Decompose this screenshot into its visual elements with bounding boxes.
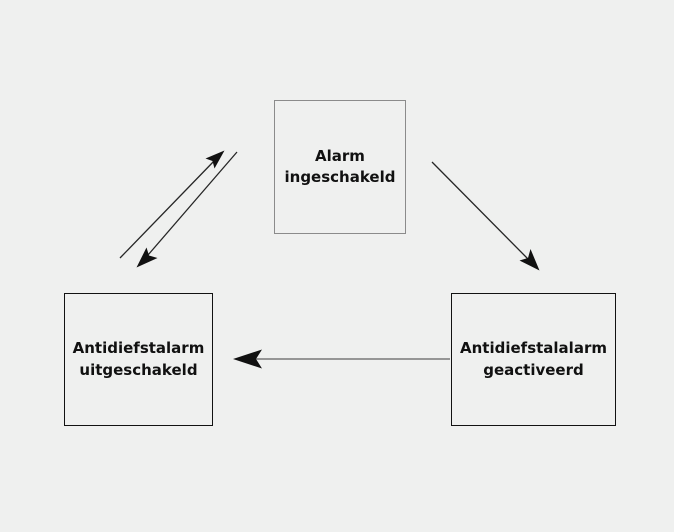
state-node-label-line1: Alarm [315, 146, 365, 165]
state-node-alarm-ingeschakeld[interactable]: Alarm ingeschakeld [274, 100, 406, 234]
state-node-label: Alarm ingeschakeld [285, 146, 396, 189]
state-node-antidiefstalalarm-geactiveerd[interactable]: Antidiefstalalarm geactiveerd [451, 293, 616, 426]
state-node-label-line1: Antidiefstalalarm [460, 339, 607, 358]
edge-geactiveerd-to-uitgeschakeld [233, 349, 450, 369]
edge-ingeschakeld-to-uitgeschakeld [136, 151, 238, 268]
state-node-label-line2: geactiveerd [483, 360, 584, 379]
state-node-label-line2: uitgeschakeld [79, 360, 198, 379]
state-node-label-line1: Antidiefstalarm [72, 339, 205, 358]
state-node-antidiefstalarm-uitgeschakeld[interactable]: Antidiefstalarm uitgeschakeld [64, 293, 213, 426]
edge-ingeschakeld-to-geactiveerd [431, 161, 540, 271]
state-node-label: Antidiefstalalarm geactiveerd [460, 338, 607, 381]
state-node-label-line2: ingeschakeld [284, 168, 396, 186]
edge-uitgeschakeld-to-ingeschakeld [119, 150, 225, 259]
state-node-label: Antidiefstalarm uitgeschakeld [73, 338, 205, 381]
